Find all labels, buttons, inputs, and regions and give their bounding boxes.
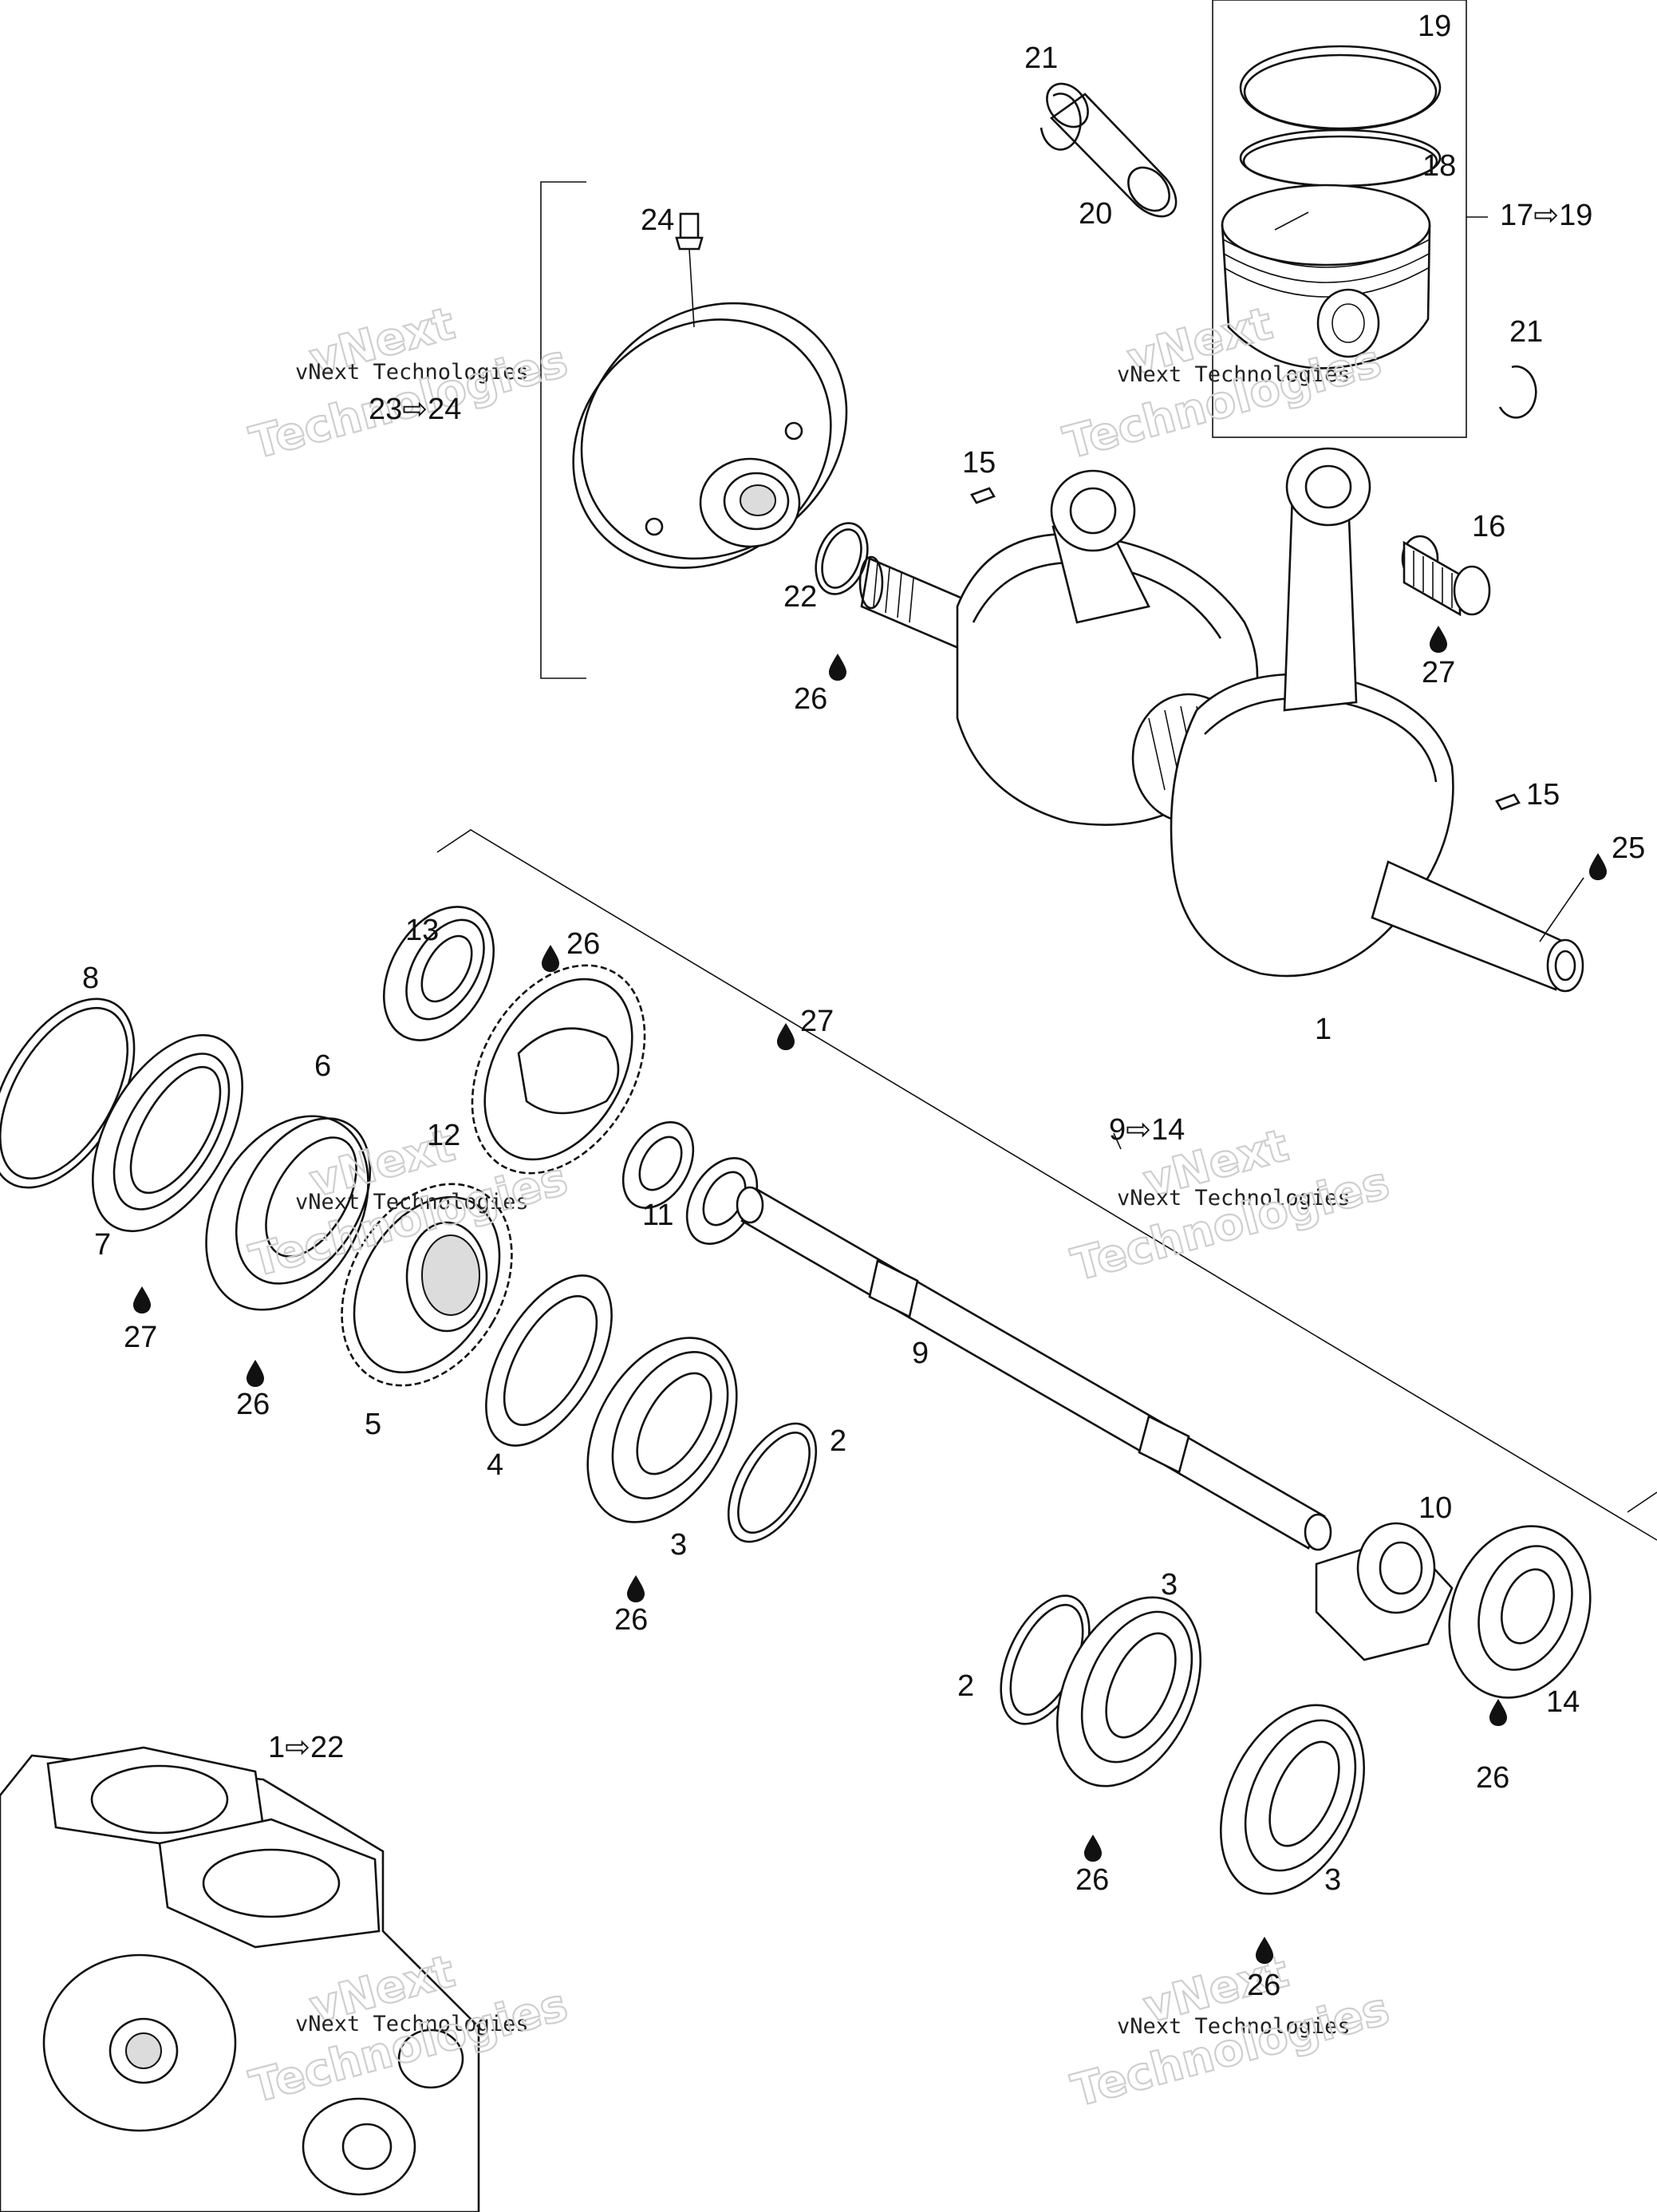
callout-4: 4 [487,1448,503,1482]
callout-14: 14 [1546,1685,1580,1719]
group-17-19: 17⇨19 [1500,199,1592,232]
callout-22: 22 [783,580,817,614]
callout-3b: 3 [1161,1568,1178,1602]
key-lower [1495,793,1521,811]
callout-15: 15 [962,446,996,480]
group-1-22: 1⇨22 [268,1731,344,1764]
callout-26g: 26 [1247,1969,1280,2002]
group-23-24: 23⇨24 [369,393,461,426]
rotary-valve-disc [572,212,848,569]
oil-drop-icon [829,654,846,681]
svg-text:vNext Technologies: vNext Technologies [295,360,529,385]
callout-15b: 15 [1526,778,1560,812]
svg-text:vNext Technologies: vNext Technologies [1117,362,1351,387]
group-9-14: 9⇨14 [1109,1113,1185,1147]
oil-drop-icon [1489,1699,1507,1726]
callout-12: 12 [427,1119,460,1152]
key-upper [970,487,996,504]
callout-8: 8 [82,962,99,995]
callout-11: 11 [642,1199,673,1232]
callout-9: 9 [912,1337,929,1370]
callout-25: 25 [1612,831,1645,865]
wrist-pin [1046,82,1178,218]
callout-26c: 26 [236,1388,270,1421]
oil-drop-icon [1084,1835,1102,1862]
lower-bearings [1000,1594,1366,1895]
callout-26f: 26 [1075,1863,1109,1897]
callout-26e: 26 [1476,1761,1509,1795]
watermark-bottom-right: vNext vNext Technologies Technologies [1066,1945,1396,2119]
callout-2a: 2 [830,1424,846,1458]
callout-26b: 26 [566,927,600,961]
callout-27a: 27 [1422,656,1455,689]
oil-drop-icon [247,1360,264,1387]
oil-drop-icon [542,945,559,972]
callout-13: 13 [405,914,439,947]
callout-10: 10 [1418,1491,1452,1525]
callout-2b: 2 [957,1669,974,1703]
callout-labels: 19 21 18 24 20 17⇨19 21 23⇨24 15 16 22 2… [82,10,1645,2002]
engine-block [0,1746,480,2212]
callout-1: 1 [1315,1013,1332,1046]
needle-bearing [1401,535,1491,617]
piston [1221,184,1431,369]
svg-text:vNext Technologies: vNext Technologies [1117,2014,1351,2039]
piston-group [1040,45,1537,419]
grease-nipple [675,212,704,328]
callout-20: 20 [1079,197,1112,231]
crankshaft [858,447,1584,993]
callout-21b: 21 [1509,315,1543,349]
oil-drop-icon [1589,853,1607,880]
svg-text:vNext Technologies: vNext Technologies [295,2012,529,2036]
svg-text:vNext Technologies: vNext Technologies [1117,1186,1351,1211]
oil-drop-icon [133,1286,151,1313]
group-bracket-lines [436,0,1657,1541]
callout-5: 5 [365,1408,381,1441]
callout-26a: 26 [794,682,827,716]
callout-19: 19 [1418,10,1451,43]
callout-18: 18 [1422,149,1456,183]
callout-3a: 3 [670,1528,687,1562]
drive-shaft [736,1186,1592,1699]
callout-24: 24 [641,203,674,237]
oil-drop-icon [777,1023,795,1050]
watermark-top-left: vNext vNext Technologies Technologies [244,297,574,471]
callout-16: 16 [1472,510,1505,543]
left-parts-row [0,906,818,1543]
oring-22 [815,522,869,595]
callout-3c: 3 [1324,1863,1341,1897]
callout-6: 6 [314,1049,331,1083]
callout-27c: 27 [124,1321,157,1354]
small-parts-top [815,487,1521,811]
callout-27b: 27 [800,1005,834,1038]
callout-26d: 26 [614,1603,648,1637]
circlip-lower [1498,365,1537,419]
oil-drop-icon [1430,626,1447,653]
callout-7: 7 [94,1228,111,1262]
svg-text:vNext Technologies: vNext Technologies [295,1190,529,1215]
circlip-upper [1040,93,1082,151]
callout-21: 21 [1024,41,1058,75]
oil-drop-icon [1256,1937,1273,1964]
oil-drop-icon [627,1575,645,1602]
